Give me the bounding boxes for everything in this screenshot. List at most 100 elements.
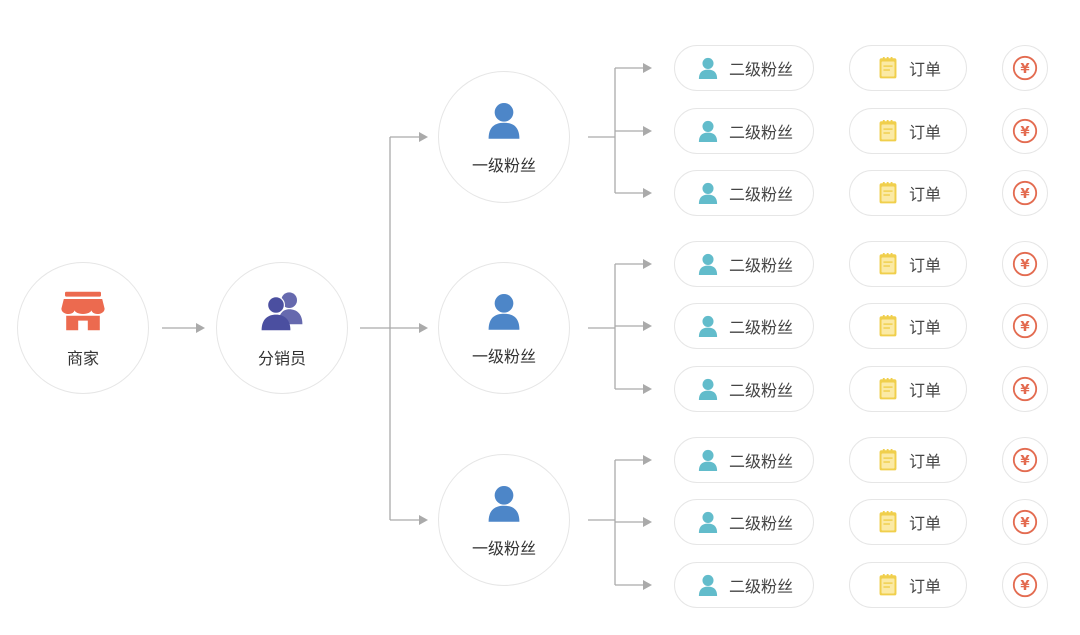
order-node-label: 订单 — [908, 185, 941, 204]
arrow-to-second-level-6-arrowhead — [643, 384, 652, 394]
arrow-to-first-level-1-arrowhead — [419, 132, 428, 142]
distributor-node: 分销员 — [216, 262, 348, 394]
notepad-icon — [875, 251, 901, 277]
second-level-fan-node-label: 二级粉丝 — [728, 185, 793, 204]
svg-text:¥: ¥ — [1020, 383, 1030, 398]
second-level-fan-node-label: 二级粉丝 — [728, 318, 793, 337]
second-level-fan-node: 二级粉丝 — [674, 437, 814, 483]
second-level-fan-node: 二级粉丝 — [674, 170, 814, 216]
shop-icon — [59, 287, 107, 335]
user-icon — [695, 118, 721, 144]
notepad-icon — [875, 313, 901, 339]
arrow-to-second-level-2-arrowhead — [643, 126, 652, 136]
order-node-label: 订单 — [908, 577, 941, 596]
second-level-fan-node-label: 二级粉丝 — [728, 577, 793, 596]
yuan-coin-icon: ¥ — [1011, 312, 1039, 340]
user-icon — [695, 509, 721, 535]
yuan-coin-icon: ¥ — [1011, 375, 1039, 403]
first-level-fan-node: 一级粉丝 — [438, 454, 570, 586]
second-level-fan-node-label: 二级粉丝 — [728, 60, 793, 79]
second-level-fan-node: 二级粉丝 — [674, 45, 814, 91]
commission-node: ¥ — [1002, 170, 1048, 216]
order-node-label: 订单 — [908, 60, 941, 79]
arrow-to-second-level-5-arrowhead — [643, 321, 652, 331]
yuan-coin-icon: ¥ — [1011, 54, 1039, 82]
user-icon — [695, 313, 721, 339]
yuan-coin-icon: ¥ — [1011, 250, 1039, 278]
second-level-fan-node: 二级粉丝 — [674, 108, 814, 154]
svg-text:¥: ¥ — [1020, 187, 1030, 202]
commission-node: ¥ — [1002, 499, 1048, 545]
order-node-label: 订单 — [908, 256, 941, 275]
svg-text:¥: ¥ — [1020, 62, 1030, 77]
second-level-fan-node: 二级粉丝 — [674, 303, 814, 349]
svg-text:¥: ¥ — [1020, 516, 1030, 531]
merchant-node-label: 商家 — [66, 349, 99, 368]
commission-node: ¥ — [1002, 303, 1048, 349]
user-icon — [695, 376, 721, 402]
notepad-icon — [875, 118, 901, 144]
svg-text:¥: ¥ — [1020, 579, 1030, 594]
order-node: 订单 — [849, 241, 967, 287]
first-level-fan-node: 一级粉丝 — [438, 71, 570, 203]
svg-text:¥: ¥ — [1020, 258, 1030, 273]
arrow-to-second-level-3-arrowhead — [643, 188, 652, 198]
commission-node: ¥ — [1002, 108, 1048, 154]
svg-text:¥: ¥ — [1020, 454, 1030, 469]
user-icon — [695, 55, 721, 81]
yuan-coin-icon: ¥ — [1011, 571, 1039, 599]
group-icon — [258, 287, 306, 335]
order-node-label: 订单 — [908, 123, 941, 142]
user-icon — [695, 572, 721, 598]
second-level-fan-node: 二级粉丝 — [674, 499, 814, 545]
commission-node: ¥ — [1002, 562, 1048, 608]
second-level-fan-node-label: 二级粉丝 — [728, 256, 793, 275]
order-node: 订单 — [849, 499, 967, 545]
arrow-merchant-to-distributor-arrowhead — [196, 323, 205, 333]
order-node: 订单 — [849, 437, 967, 483]
yuan-coin-icon: ¥ — [1011, 117, 1039, 145]
notepad-icon — [875, 180, 901, 206]
user-icon — [482, 289, 526, 333]
order-node: 订单 — [849, 108, 967, 154]
second-level-fan-node-label: 二级粉丝 — [728, 123, 793, 142]
user-icon — [482, 481, 526, 525]
arrow-to-second-level-7-arrowhead — [643, 455, 652, 465]
notepad-icon — [875, 447, 901, 473]
second-level-fan-node-label: 二级粉丝 — [728, 381, 793, 400]
commission-node: ¥ — [1002, 437, 1048, 483]
user-icon — [695, 180, 721, 206]
order-node: 订单 — [849, 562, 967, 608]
svg-text:¥: ¥ — [1020, 320, 1030, 335]
svg-text:¥: ¥ — [1020, 125, 1030, 140]
order-node: 订单 — [849, 303, 967, 349]
user-icon — [695, 251, 721, 277]
order-node-label: 订单 — [908, 318, 941, 337]
order-node-label: 订单 — [908, 452, 941, 471]
yuan-coin-icon: ¥ — [1011, 179, 1039, 207]
user-icon — [482, 98, 526, 142]
arrow-to-second-level-4-arrowhead — [643, 259, 652, 269]
order-node-label: 订单 — [908, 381, 941, 400]
second-level-fan-node-label: 二级粉丝 — [728, 452, 793, 471]
commission-node: ¥ — [1002, 366, 1048, 412]
commission-node: ¥ — [1002, 45, 1048, 91]
second-level-fan-node-label: 二级粉丝 — [728, 514, 793, 533]
order-node: 订单 — [849, 170, 967, 216]
distributor-node-label: 分销员 — [257, 349, 306, 368]
yuan-coin-icon: ¥ — [1011, 508, 1039, 536]
yuan-coin-icon: ¥ — [1011, 446, 1039, 474]
commission-node: ¥ — [1002, 241, 1048, 287]
notepad-icon — [875, 55, 901, 81]
order-node: 订单 — [849, 366, 967, 412]
notepad-icon — [875, 572, 901, 598]
second-level-fan-node: 二级粉丝 — [674, 366, 814, 412]
second-level-fan-node: 二级粉丝 — [674, 241, 814, 287]
order-node-label: 订单 — [908, 514, 941, 533]
arrow-to-second-level-9-arrowhead — [643, 580, 652, 590]
first-level-fan-node-label: 一级粉丝 — [471, 347, 536, 366]
arrow-to-second-level-8-arrowhead — [643, 517, 652, 527]
order-node: 订单 — [849, 45, 967, 91]
